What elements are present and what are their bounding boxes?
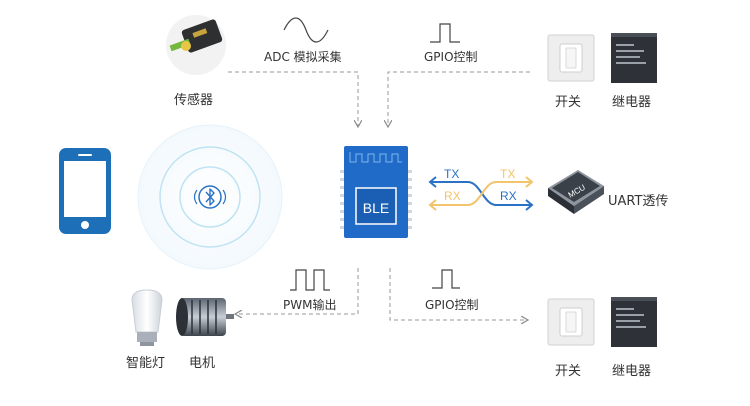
switch-icon-bottom <box>547 298 595 346</box>
analog-wave-icon <box>283 17 329 43</box>
motor-icon <box>176 298 234 336</box>
tx-right-label: TX <box>500 167 515 181</box>
switch-icon-top <box>547 34 595 82</box>
bluetooth-icon <box>193 185 227 209</box>
adc-line <box>228 71 358 126</box>
relay-bottom-label: 继电器 <box>612 364 652 379</box>
switch-bottom-label: 开关 <box>555 364 582 379</box>
switch-top-label: 开关 <box>555 95 582 110</box>
smart-bulb-icon <box>131 289 163 346</box>
digital-pulse-icon-bottom <box>432 269 460 289</box>
relay-icon-top <box>611 33 657 83</box>
smartphone-icon <box>59 148 111 234</box>
smart-light-label: 智能灯 <box>126 356 166 371</box>
ble-label: BLE <box>363 200 389 216</box>
ble-module-icon <box>340 146 412 238</box>
rx-to-tx-arrow <box>430 181 532 206</box>
motor-label: 电机 <box>189 356 216 371</box>
sensor-label: 传感器 <box>174 93 214 108</box>
digital-pulse-icon-top <box>430 23 460 43</box>
relay-icon-bottom <box>611 297 657 347</box>
pwm-pulse-icon <box>290 269 330 291</box>
gpio-top-line <box>388 71 530 126</box>
relay-top-label: 继电器 <box>612 95 652 110</box>
pwm-line <box>236 268 359 314</box>
pwm-label: PWM输出 <box>283 298 337 312</box>
gpio-bottom-line <box>389 268 527 320</box>
mcu-chip-icon <box>548 170 604 214</box>
uart-label: UART透传 <box>608 194 669 209</box>
rx-left-label: RX <box>444 189 461 203</box>
sensor-icon <box>166 15 226 75</box>
adc-label: ADC 模拟采集 <box>264 50 342 64</box>
gpio-top-label: GPIO控制 <box>424 50 478 64</box>
connection-lines <box>228 71 530 320</box>
tx-left-label: TX <box>444 167 459 181</box>
uart-crossing-arrows <box>428 176 534 211</box>
rx-right-label: RX <box>500 189 517 203</box>
gpio-bottom-label: GPIO控制 <box>425 298 479 312</box>
